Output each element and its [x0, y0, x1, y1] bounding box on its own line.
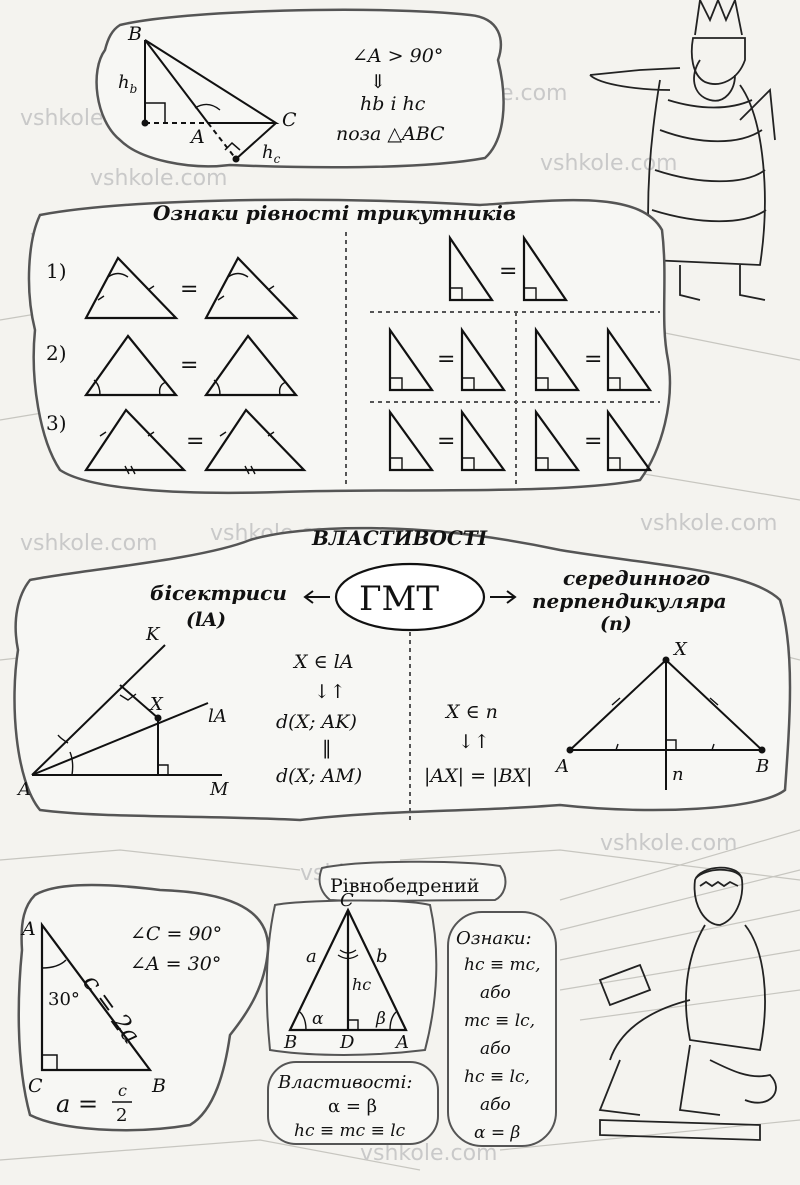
rt-leg: a =	[56, 1090, 98, 1118]
scholar-illustration	[598, 866, 777, 1141]
perp-sub: (n)	[600, 613, 632, 635]
perp-label-X: X	[672, 639, 688, 660]
isosceles-title: Рівнобедрений	[330, 875, 479, 897]
svg-text:↓↑: ↓↑	[314, 681, 346, 703]
svg-text:↓↑: ↓↑	[458, 731, 490, 753]
svg-text:або: або	[480, 1039, 511, 1059]
criterion-1: 1)	[46, 259, 67, 283]
iso-prop-1: α = β	[328, 1096, 377, 1117]
outside-label: поза △ABC	[336, 123, 445, 145]
iso-label-D: D	[339, 1032, 355, 1053]
heights-label: hb і hc	[360, 93, 426, 115]
bis-label-A: A	[16, 779, 31, 800]
label-hb: hb	[118, 72, 137, 96]
congruence-title: Ознаки рівності трикутників	[153, 201, 516, 225]
locus-block: ВЛАСТИВОСТІ ГМТ бісектриси (lA) серединн…	[13, 526, 792, 822]
svg-text:vshkole.com: vshkole.com	[20, 531, 157, 556]
obtuse-condition: ∠A > 90°	[352, 45, 443, 67]
congruence-block: Ознаки рівності трикутників 1) 2) 3)	[27, 198, 672, 495]
svg-text:X ∈ lA: X ∈ lA	[292, 651, 353, 673]
svg-text:=: =	[180, 353, 198, 378]
svg-text:d(X; AM): d(X; AM)	[276, 765, 362, 787]
rt-frac-den: 2	[116, 1105, 127, 1126]
rt-label-C: C	[28, 1075, 43, 1097]
label-B: B	[127, 23, 142, 45]
svg-text:або: або	[480, 983, 511, 1003]
bis-label-lA: lA	[208, 706, 227, 727]
svg-text:d(X; AK): d(X; AK)	[276, 711, 357, 733]
svg-text:vshkole.com: vshkole.com	[600, 831, 737, 856]
perp-title-1: серединного	[563, 566, 710, 590]
iso-label-C: C	[340, 890, 354, 911]
svg-text:|AX| = |BX|: |AX| = |BX|	[424, 765, 532, 787]
svg-text:=: =	[180, 277, 198, 302]
svg-text:hc ≡ lc,: hc ≡ lc,	[464, 1067, 530, 1087]
label-C: C	[282, 109, 297, 131]
properties-title: ВЛАСТИВОСТІ	[311, 526, 488, 550]
svg-text:=: =	[437, 429, 455, 454]
iso-label-alpha: α	[312, 1009, 324, 1029]
iso-label-hc: hc	[352, 975, 371, 994]
criterion-2: 2)	[46, 341, 67, 365]
bis-label-M: M	[209, 779, 229, 800]
perp-label-n: n	[672, 764, 684, 785]
isosceles-block: Рівнобедрений C a b hc α β B D A Властив…	[265, 860, 557, 1147]
svg-text:=: =	[584, 429, 602, 454]
svg-text:=: =	[437, 347, 455, 372]
bisector-sub: (lA)	[186, 609, 226, 631]
bis-label-X: X	[148, 694, 164, 715]
label-hc: hc	[262, 142, 281, 166]
perp-label-B: B	[755, 756, 769, 777]
svg-text:або: або	[480, 1095, 511, 1115]
iso-label-a: a	[306, 946, 317, 967]
rt-label-B: B	[151, 1075, 166, 1097]
svg-text:=: =	[499, 259, 517, 284]
rt-label-A: A	[20, 918, 36, 940]
iso-label-B: B	[283, 1032, 297, 1053]
rt-condition-1: ∠C = 90°	[130, 923, 222, 945]
perp-title-2: перпендикуляра	[532, 589, 727, 613]
locus-label: ГМТ	[359, 579, 439, 619]
rt-frac-num: c	[118, 1081, 127, 1100]
svg-text:vshkole.com: vshkole.com	[540, 151, 677, 176]
iso-props-title: Властивості:	[277, 1072, 412, 1093]
svg-text:vshkole.com: vshkole.com	[90, 166, 227, 191]
iso-prop-2: hc ≡ mc ≡ lc	[294, 1121, 406, 1141]
criterion-3: 3)	[46, 411, 67, 435]
rt-angle: 30°	[48, 989, 80, 1010]
svg-text:=: =	[584, 347, 602, 372]
implies-arrow: ⇓	[370, 71, 386, 93]
iso-signs-title: Ознаки:	[456, 928, 532, 949]
right-triangle-block: A C B 30° c = 2a a = c 2 ∠C = 90° ∠A = 3…	[17, 883, 270, 1132]
iso-label-beta: β	[375, 1009, 386, 1029]
svg-text:=: =	[186, 429, 204, 454]
king-illustration	[589, 0, 776, 301]
svg-text:mc ≡ lc,: mc ≡ lc,	[464, 1011, 535, 1031]
bisector-title: бісектриси	[150, 581, 287, 605]
perp-label-A: A	[554, 756, 569, 777]
iso-label-b: b	[376, 946, 388, 967]
svg-text:hc ≡ mc,: hc ≡ mc,	[464, 955, 541, 975]
svg-text:α = β: α = β	[474, 1123, 521, 1143]
obtuse-triangle-block: B A C hb hc ∠A > 90° ⇓ hb і hc поза △ABC	[95, 8, 505, 169]
svg-text:X ∈ n: X ∈ n	[444, 701, 498, 723]
svg-text:‖: ‖	[322, 737, 332, 759]
rt-condition-2: ∠A = 30°	[130, 953, 221, 975]
bis-label-K: K	[145, 624, 161, 645]
iso-label-A: A	[394, 1032, 409, 1053]
svg-text:vshkole.com: vshkole.com	[640, 511, 777, 536]
label-A: A	[189, 126, 205, 148]
